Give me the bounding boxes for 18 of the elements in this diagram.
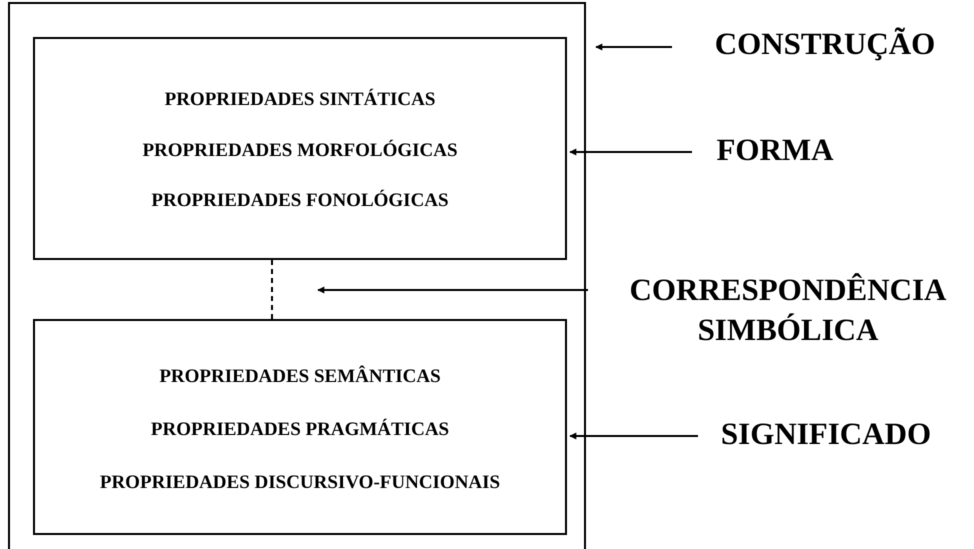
- side-label: SIGNIFICADO: [716, 414, 936, 454]
- arrow: [569, 148, 692, 156]
- arrow: [569, 432, 698, 440]
- arrow: [595, 44, 672, 50]
- property-text: PROPRIEDADES FONOLÓGICAS: [151, 190, 449, 212]
- properties-box: [33, 319, 567, 535]
- arrow: [317, 286, 588, 294]
- side-label: CORRESPONDÊNCIA SIMBÓLICA: [606, 270, 970, 351]
- property-text: PROPRIEDADES SEMÂNTICAS: [159, 366, 441, 388]
- side-label: CONSTRUÇÃO: [690, 24, 960, 64]
- properties-box: [33, 37, 567, 260]
- side-label: FORMA: [710, 130, 840, 170]
- property-text: PROPRIEDADES DISCURSIVO-FUNCIONAIS: [100, 472, 500, 494]
- property-text: PROPRIEDADES PRAGMÁTICAS: [150, 419, 450, 441]
- property-text: PROPRIEDADES MORFOLÓGICAS: [142, 140, 458, 162]
- property-text: PROPRIEDADES SINTÁTICAS: [164, 89, 436, 112]
- construction-frame: [8, 2, 586, 549]
- dashed-connector: [271, 260, 273, 319]
